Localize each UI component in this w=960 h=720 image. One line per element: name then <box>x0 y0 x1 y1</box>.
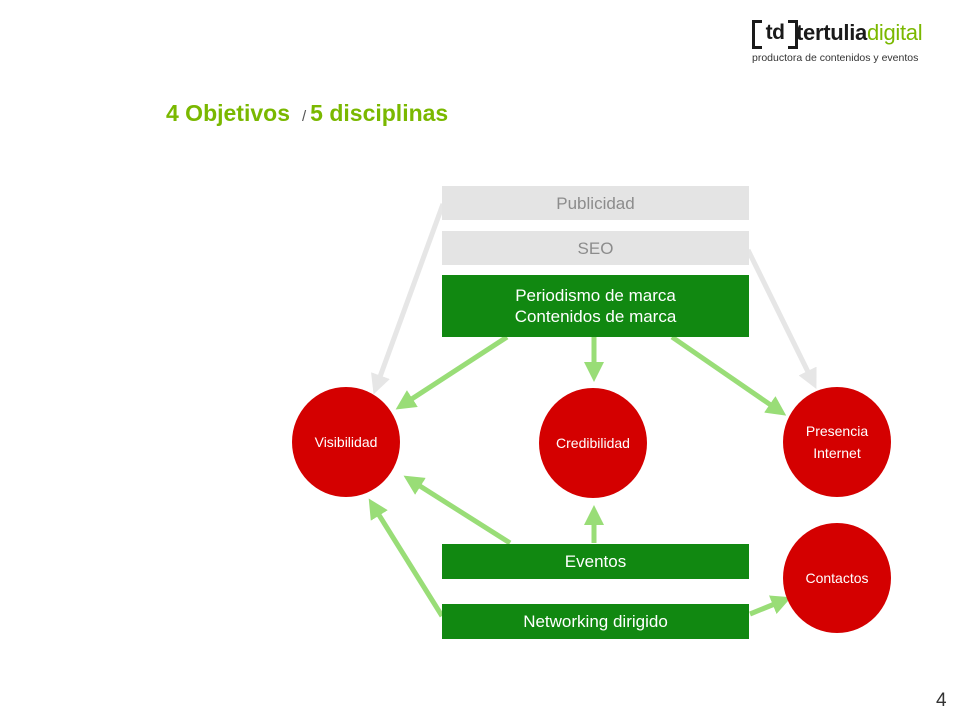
logo-mark: td <box>752 20 798 49</box>
arrow-networking-contactos <box>749 595 792 617</box>
discipline-periodismo-line2: Contenidos de marca <box>514 307 677 326</box>
objective-presencia-line1: Presencia <box>805 423 869 439</box>
page-number: 4 <box>936 690 947 711</box>
discipline-seo: SEO <box>442 231 749 265</box>
logo-name-part2: digital <box>866 20 923 45</box>
discipline-periodismo-line1: Periodismo de marca <box>515 286 676 305</box>
objective-visibilidad: Visibilidad <box>292 387 400 497</box>
discipline-eventos-label: Eventos <box>564 552 627 571</box>
objective-contactos-label: Contactos <box>805 570 869 586</box>
objective-presencia-internet: Presencia Internet <box>783 387 891 497</box>
discipline-publicidad-label: Publicidad <box>556 193 635 213</box>
title-separator: / <box>301 108 307 125</box>
objective-presencia-line2: Internet <box>813 445 861 461</box>
brand-logo: td tertuliadigital productora de conteni… <box>752 20 942 68</box>
logo-name: tertuliadigital <box>796 20 923 46</box>
discipline-eventos: Eventos <box>442 544 749 579</box>
discipline-networking-label: Networking dirigido <box>523 612 668 631</box>
discipline-seo-label: SEO <box>577 238 614 258</box>
logo-name-part1: tertulia <box>796 20 867 45</box>
objective-visibilidad-label: Visibilidad <box>314 434 378 450</box>
logo-tagline: productora de contenidos y eventos <box>752 52 919 64</box>
objective-contactos: Contactos <box>783 523 891 633</box>
arrow-networking-visibilidad <box>368 498 445 618</box>
arrow-seo-presencia <box>745 248 817 389</box>
arrow-periodismo-visibilidad <box>395 334 509 410</box>
arrow-publicidad-visibilidad <box>371 203 446 395</box>
title-part2: 5 disciplinas <box>310 100 449 126</box>
logo-mark-text: td <box>765 21 785 44</box>
discipline-networking: Networking dirigido <box>442 604 749 639</box>
discipline-periodismo: Periodismo de marca Contenidos de marca <box>442 275 749 337</box>
slide-title: 4 Objetivos /5 disciplinas <box>166 100 448 127</box>
title-part1: 4 Objetivos <box>166 100 290 126</box>
objective-credibilidad-label: Credibilidad <box>556 435 630 451</box>
discipline-publicidad: Publicidad <box>442 186 749 220</box>
arrow-periodismo-presencia <box>670 334 787 416</box>
arrow-eventos-visibilidad <box>403 475 512 546</box>
objective-credibilidad: Credibilidad <box>539 388 647 498</box>
